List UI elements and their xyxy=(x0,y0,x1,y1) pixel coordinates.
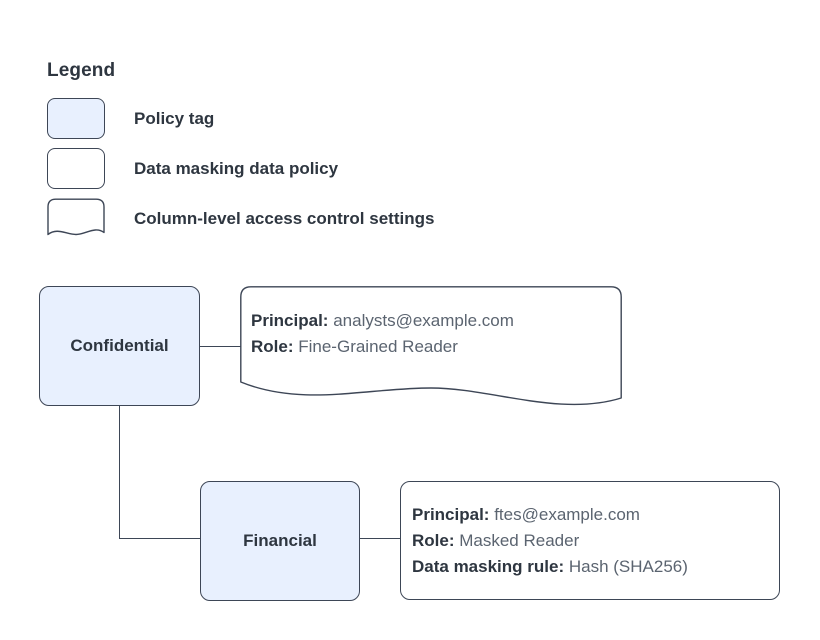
data-masking-policy-swatch-icon xyxy=(47,148,105,189)
callout-line: Data masking rule: Hash (SHA256) xyxy=(412,554,688,580)
edge-confidential-to-settings xyxy=(200,346,241,348)
callout-line: Principal: ftes@example.com xyxy=(412,502,640,528)
callout-line-value: Hash (SHA256) xyxy=(568,557,688,576)
callout-line-key: Data masking rule: xyxy=(412,557,565,576)
node-financial[interactable]: Financial xyxy=(200,481,360,601)
callout-line-value: analysts@example.com xyxy=(333,311,514,330)
callout-line-value: ftes@example.com xyxy=(494,505,640,524)
callout-line-value: Masked Reader xyxy=(459,531,580,550)
document-shape-path xyxy=(47,198,105,236)
column-access-document-swatch-icon xyxy=(47,198,105,239)
node-label: Confidential xyxy=(70,336,169,355)
edge-financial-to-policy xyxy=(360,538,401,540)
document-shape-path xyxy=(240,286,622,406)
callout-line: Principal: analysts@example.com xyxy=(251,308,514,334)
node-confidential[interactable]: Confidential xyxy=(39,286,200,406)
callout-line-key: Principal: xyxy=(412,505,490,524)
callout-line: Role: Fine-Grained Reader xyxy=(251,334,458,360)
callout-document-shape xyxy=(240,286,622,410)
callout-line-key: Role: xyxy=(412,531,455,550)
policy-tag-swatch-icon xyxy=(47,98,105,139)
edge-confidential-to-financial xyxy=(119,538,201,540)
edge-confidential-down xyxy=(119,406,121,539)
legend-title: Legend xyxy=(47,60,116,81)
callout-line-value: Fine-Grained Reader xyxy=(298,337,458,356)
legend-item-label: Column-level access control settings xyxy=(134,209,435,228)
callout-line-key: Principal: xyxy=(251,311,329,330)
callout-financial-policy[interactable]: Principal: ftes@example.com Role: Masked… xyxy=(400,481,780,600)
callout-confidential-settings[interactable]: Principal: analysts@example.com Role: Fi… xyxy=(240,286,622,410)
callout-line-key: Role: xyxy=(251,337,294,356)
node-label: Financial xyxy=(243,531,317,550)
legend-item-label: Data masking data policy xyxy=(134,159,339,178)
callout-line: Role: Masked Reader xyxy=(412,528,579,554)
legend-item-label: Policy tag xyxy=(134,109,215,128)
